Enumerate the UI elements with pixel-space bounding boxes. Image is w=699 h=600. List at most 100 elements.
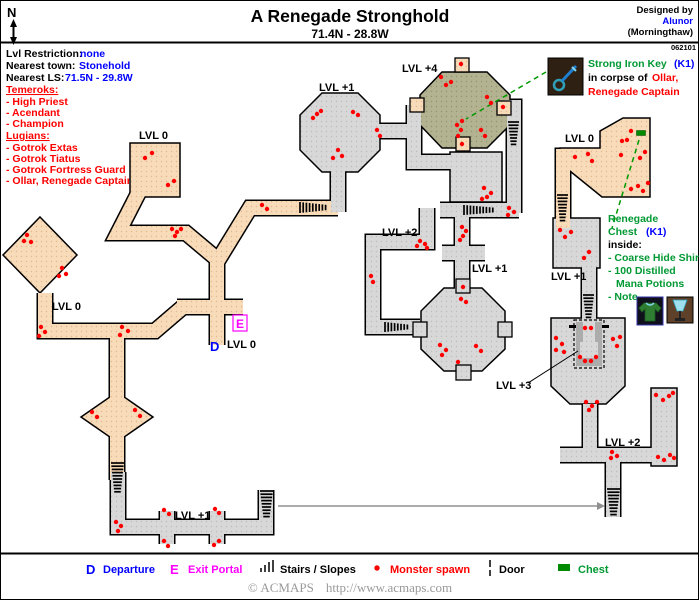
- monster-spawn-dot: [59, 265, 65, 271]
- key-note-mid: in corpse of: [588, 72, 648, 84]
- monster-spawn-dot: [562, 234, 568, 240]
- svg-text:E: E: [236, 317, 244, 331]
- monster-spawn-dot: [478, 348, 484, 354]
- temerok-item: - Acendant: [6, 107, 60, 119]
- room-gray-center: [449, 151, 503, 203]
- monster-spawn-dot: [142, 155, 148, 161]
- chest-note-line2: Chest: [608, 226, 638, 238]
- stairs-icon: [607, 488, 620, 516]
- designer-name: Alunor: [662, 16, 693, 27]
- monster-spawn-dot: [581, 255, 587, 261]
- level-label: LVL +1: [319, 82, 354, 94]
- key-note-owner1: Ollar,: [652, 72, 678, 84]
- key-note: Strong Iron Key (K1) in corpse of Ollar,…: [588, 58, 694, 98]
- monster-spawn-dot: [640, 188, 646, 194]
- monster-spawn-dot: [671, 455, 677, 461]
- monster-spawn-dot: [424, 245, 430, 251]
- shirt-item-icon: [636, 296, 664, 326]
- monster-spawn-dot: [113, 519, 119, 525]
- potion-item-icon: [666, 296, 694, 324]
- monster-spawn-dot: [368, 273, 374, 279]
- chest-note-line3: inside:: [608, 239, 642, 251]
- monster-spawn-dot: [118, 523, 124, 529]
- monster-spawn-dot: [42, 329, 48, 335]
- stairs-icon: [111, 462, 124, 493]
- level-label: LVL +2: [605, 437, 640, 449]
- monster-spawn-dot: [89, 409, 95, 415]
- monster-spawn-dot: [161, 507, 167, 513]
- legend-chest-label: Chest: [578, 564, 609, 576]
- designer-block: Designed by Alunor (Morningthaw) 062101: [628, 5, 696, 52]
- monster-spawn-dot: [637, 155, 643, 161]
- level-label: LVL 0: [52, 301, 81, 313]
- level-label: LVL +1: [472, 263, 507, 275]
- room-lvl1-octagon: [299, 92, 381, 173]
- monster-spawn-dot: [628, 128, 634, 134]
- monster-spawn-dot: [414, 243, 420, 249]
- lvl-restriction-label: Lvl Restriction:: [6, 48, 82, 60]
- monster-spawn-dot: [417, 238, 423, 244]
- chest-note-item: - Coarse Hide Shirt: [608, 252, 699, 264]
- temeroks-header: Temeroks:: [6, 84, 58, 96]
- door-marker: [409, 97, 425, 113]
- stairs-legend-icon: [260, 560, 274, 572]
- level-label: LVL 0: [565, 133, 594, 145]
- monster-spawn-dot: [588, 325, 594, 331]
- monster-spawn-dot: [125, 328, 131, 334]
- monster-spawn-dot: [488, 190, 494, 196]
- monster-spawn-dot: [583, 399, 589, 405]
- page-title: A Renegade Stronghold: [251, 6, 450, 26]
- monster-spawn-dot: [553, 335, 559, 341]
- temerok-item: - Champion: [6, 118, 64, 130]
- monster-spawn-dot: [609, 449, 615, 455]
- monster-spawn-dot: [119, 324, 125, 330]
- legend-exit-label: Exit Portal: [188, 564, 242, 576]
- monster-spawn-dot: [594, 399, 600, 405]
- info-panel: Lvl Restriction: none Nearest town: Ston…: [6, 48, 133, 187]
- stairs-icon: [583, 294, 594, 319]
- nearest-town-value: Stonehold: [79, 60, 130, 72]
- monster-spawn-dot: [511, 209, 517, 215]
- monster-spawn-dot: [557, 227, 563, 233]
- monster-spawn-dot: [355, 112, 361, 118]
- chest-note-id: (K1): [646, 226, 666, 238]
- chest-note-item: - Note: [608, 291, 638, 303]
- monster-spawn-dot: [670, 390, 676, 396]
- stairs-icon: [508, 121, 519, 146]
- monster-spawn-dot: [458, 296, 464, 302]
- monster-spawn-dot: [161, 538, 167, 544]
- monster-spawn-dot: [660, 397, 666, 403]
- compass-north-label: N: [7, 5, 16, 20]
- monster-spawn-dot: [370, 279, 376, 285]
- monster-spawn-dot: [655, 454, 661, 460]
- stairs-icon: [384, 322, 409, 332]
- designed-by-label: Designed by: [637, 5, 694, 16]
- nearest-town-label: Nearest town:: [6, 60, 75, 72]
- monster-spawn-dot: [24, 232, 30, 238]
- nearest-ls-value: 71.5N - 29.8W: [65, 72, 133, 84]
- monster-spawn-dot: [211, 542, 217, 548]
- monster-spawn-dot: [628, 186, 634, 192]
- monster-spawn-dot: [137, 413, 143, 419]
- monster-spawn-dot: [172, 233, 178, 239]
- monster-spawn-dot: [559, 341, 565, 347]
- monster-spawn-dot: [36, 333, 42, 339]
- lugian-item: - Gotrok Fortress Guard: [6, 164, 126, 176]
- monster-spawn-dot: [666, 393, 672, 399]
- compass-icon: N: [7, 5, 17, 45]
- monster-spawn-dot: [56, 273, 62, 279]
- monster-spawn-dot: [568, 229, 574, 235]
- monster-spawn-dot: [661, 457, 667, 463]
- monster-spawn-dot: [505, 212, 511, 218]
- chest-note-item: Mana Potions: [616, 278, 684, 290]
- lugian-item: - Gotrok Tiatus: [6, 153, 81, 165]
- key-note-id: (K1): [674, 58, 694, 70]
- chest-note: Renegade Chest (K1) inside: - Coarse Hid…: [608, 213, 699, 303]
- monster-spawn-dot: [506, 205, 512, 211]
- monster-spawn-dot: [350, 109, 356, 115]
- chest-note-line1: Renegade: [608, 213, 658, 225]
- monster-spawn-dot: [585, 151, 591, 157]
